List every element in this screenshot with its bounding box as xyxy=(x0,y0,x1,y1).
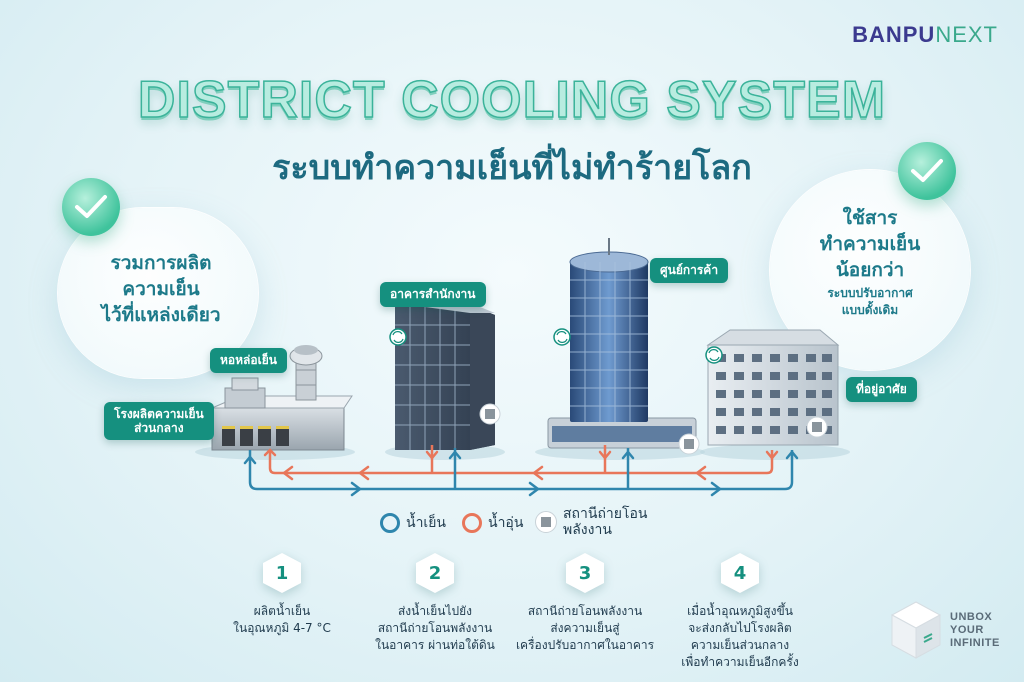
step-line: เพื่อทำความเย็นอีกครั้ง xyxy=(681,655,799,669)
step-line: ส่งความเย็นสู่ xyxy=(550,621,620,635)
benefit-right-subline: แบบดั้งเดิม xyxy=(841,303,899,317)
banpu-next-logo: BANPUNEXT xyxy=(852,22,998,48)
chilled-water-pipe xyxy=(248,448,794,491)
unbox-line: YOUR xyxy=(950,623,984,636)
chilled-water-arrow xyxy=(243,450,799,497)
process-step: 2 ส่งน้ำเย็นไปยัง สถานีถ่ายโอนพลังงาน ใน… xyxy=(340,553,530,654)
energy-station-icon xyxy=(806,416,828,438)
legend-station-line: พลังงาน xyxy=(563,522,612,538)
step-line: ผลิตน้ำเย็น xyxy=(253,604,311,618)
recycle-icon xyxy=(705,346,723,364)
step-line: สถานีถ่ายโอนพลังงาน xyxy=(527,604,643,618)
central-plant-label: โรงผลิตความเย็น ส่วนกลาง xyxy=(104,402,214,440)
unbox-text: UNBOX YOUR INFINITE xyxy=(950,611,1000,650)
logo-brand-suffix: NEXT xyxy=(935,22,998,47)
central-cooling-plant xyxy=(211,377,353,451)
benefit-right-line: ทำความเย็น xyxy=(819,233,921,255)
benefit-right-subline: ระบบปรับอากาศ xyxy=(827,286,913,300)
step-description: สถานีถ่ายโอนพลังงาน ส่งความเย็นสู่ เครื่… xyxy=(490,603,680,654)
cube-icon xyxy=(890,601,942,659)
step-line: ในอุณหภูมิ 4-7 °C xyxy=(233,621,331,635)
checkmark-icon xyxy=(62,178,120,236)
energy-station-icon xyxy=(479,403,501,425)
page-subtitle: ระบบทำความเย็นที่ไม่ทำร้ายโลก xyxy=(272,148,752,188)
benefit-right-line: น้อยกว่า xyxy=(835,259,905,281)
recycle-icon xyxy=(389,328,407,346)
step-description: ส่งน้ำเย็นไปยัง สถานีถ่ายโอนพลังงาน ในอา… xyxy=(340,603,530,654)
warm-water-arrow xyxy=(263,448,779,481)
step-line: จะส่งกลับไปโรงผลิต xyxy=(688,621,792,635)
legend-chilled-water: น้ำเย็น xyxy=(380,512,446,534)
office-building xyxy=(395,303,495,450)
benefit-right-text: ใช้สาร ทำความเย็น น้อยกว่า xyxy=(780,205,960,283)
chilled-water-icon xyxy=(380,513,400,533)
unbox-your-infinite-logo: UNBOX YOUR INFINITE xyxy=(890,600,1000,660)
step-line: ความเย็นส่วนกลาง xyxy=(690,638,790,652)
benefit-left-text: รวมการผลิต ความเย็น ไว้ที่แหล่งเดียว xyxy=(66,250,256,328)
step-number: 3 xyxy=(566,553,604,593)
energy-station-icon xyxy=(535,511,557,533)
shopping-mall-tower xyxy=(547,238,697,449)
energy-station-icon xyxy=(678,433,700,455)
shopping-mall-label: ศูนย์การค้า xyxy=(650,258,729,283)
legend-energy-station: สถานีถ่ายโอน พลังงาน xyxy=(535,506,648,538)
recycle-icon xyxy=(553,328,571,346)
cooling-tower xyxy=(289,345,323,401)
ground-shadow xyxy=(700,444,850,460)
step-description: เมื่อน้ำอุณหภูมิสูงขึ้น จะส่งกลับไปโรงผล… xyxy=(645,603,835,671)
step-line: ส่งน้ำเย็นไปยัง xyxy=(397,604,472,618)
legend-warm-label: น้ำอุ่น xyxy=(488,515,524,531)
warm-water-icon xyxy=(462,513,482,533)
legend-chilled-label: น้ำเย็น xyxy=(406,515,446,531)
central-plant-label-line: ส่วนกลาง xyxy=(134,421,184,435)
legend-warm-water: น้ำอุ่น xyxy=(462,512,523,534)
benefit-right-subtext: ระบบปรับอากาศ แบบดั้งเดิม xyxy=(780,285,960,319)
step-line: เครื่องปรับอากาศในอาคาร xyxy=(515,638,655,652)
logo-brand: BANPU xyxy=(852,22,936,47)
unbox-line: UNBOX xyxy=(950,610,993,623)
benefit-right-line: ใช้สาร xyxy=(842,207,898,229)
legend-station-line: สถานีถ่ายโอน xyxy=(563,506,648,522)
checkmark-icon xyxy=(898,142,956,200)
unbox-line: INFINITE xyxy=(950,636,1000,649)
legend-station-text: สถานีถ่ายโอน พลังงาน xyxy=(563,506,648,538)
cooling-tower-label: หอหล่อเย็น xyxy=(210,348,287,373)
process-step: 1 ผลิตน้ำเย็น ในอุณหภูมิ 4-7 °C xyxy=(187,553,377,637)
step-number: 2 xyxy=(416,553,454,593)
step-line: ในอาคาร ผ่านท่อใต้ดิน xyxy=(375,638,495,652)
process-step: 4 เมื่อน้ำอุณหภูมิสูงขึ้น จะส่งกลับไปโรง… xyxy=(645,553,835,671)
residential-building xyxy=(706,329,840,446)
central-plant-label-line: โรงผลิตความเย็น xyxy=(114,407,204,421)
step-number: 4 xyxy=(721,553,759,593)
page-title: DISTRICT COOLING SYSTEM xyxy=(137,70,887,130)
process-step: 3 สถานีถ่ายโอนพลังงาน ส่งความเย็นสู่ เคร… xyxy=(490,553,680,654)
benefit-left-line: ไว้ที่แหล่งเดียว xyxy=(101,304,221,326)
step-description: ผลิตน้ำเย็น ในอุณหภูมิ 4-7 °C xyxy=(187,603,377,637)
benefit-left-line: ความเย็น xyxy=(122,278,200,300)
benefit-left-line: รวมการผลิต xyxy=(110,252,212,274)
step-number: 1 xyxy=(263,553,301,593)
residence-label: ที่อยู่อาศัย xyxy=(846,377,917,402)
step-line: สถานีถ่ายโอนพลังงาน xyxy=(377,621,493,635)
step-line: เมื่อน้ำอุณหภูมิสูงขึ้น xyxy=(687,604,793,618)
office-building-label: อาคารสำนักงาน xyxy=(380,282,486,307)
